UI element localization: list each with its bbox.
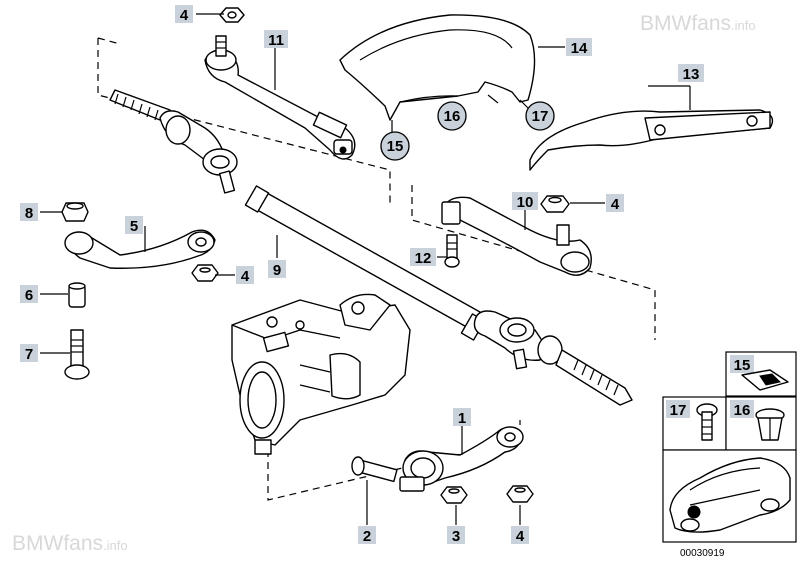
- callout-11: 11: [264, 30, 288, 49]
- svg-text:5: 5: [130, 218, 138, 235]
- callout-17: 17: [525, 101, 555, 131]
- callout-4-mid: 4: [236, 266, 254, 285]
- leader-lines: [40, 13, 691, 525]
- callout-1: 1: [453, 408, 471, 427]
- callout-13: 13: [678, 64, 704, 83]
- heat-shield-14: [339, 14, 536, 121]
- bolt-7: [64, 329, 90, 380]
- svg-text:2: 2: [363, 528, 371, 545]
- callout-14: 14: [566, 38, 592, 57]
- callout-6: 6: [20, 285, 38, 304]
- tie-rod-9: [244, 185, 486, 341]
- steering-gearbox: [231, 293, 411, 455]
- svg-text:9: 9: [273, 262, 281, 279]
- callout-16: 16: [437, 101, 467, 131]
- svg-text:17: 17: [532, 108, 549, 125]
- callout-8: 8: [20, 203, 38, 222]
- callout-4-bottom: 4: [511, 526, 529, 545]
- center-link-left: [109, 89, 238, 194]
- svg-text:BMWfans.info: BMWfans.info: [640, 12, 756, 35]
- svg-text:16: 16: [734, 402, 751, 419]
- svg-text:1: 1: [458, 410, 466, 427]
- svg-text:6: 6: [25, 287, 33, 304]
- callout-15: 15: [380, 131, 410, 161]
- svg-text:4: 4: [611, 196, 620, 213]
- svg-text:15: 15: [734, 357, 751, 374]
- svg-text:12: 12: [415, 250, 432, 267]
- nut-4-lower: [506, 485, 534, 503]
- svg-text:3: 3: [452, 528, 460, 545]
- thumbnail-16: 16: [730, 400, 785, 441]
- thumbnail-17: 17: [666, 400, 718, 441]
- document-number: 00030919: [680, 548, 725, 559]
- watermark-top: BMWfans.info: [640, 12, 756, 35]
- idler-arm-5: [61, 202, 216, 269]
- car-locator-thumbnail: [669, 457, 791, 533]
- nut-4-idler: [191, 264, 219, 282]
- callout-3: 3: [447, 526, 465, 545]
- tie-rod-end-11: [204, 7, 356, 160]
- svg-text:4: 4: [516, 528, 525, 545]
- svg-text:7: 7: [25, 346, 33, 363]
- svg-text:16: 16: [444, 108, 461, 125]
- center-link-right: [473, 310, 633, 406]
- callout-7: 7: [20, 344, 38, 363]
- svg-text:10: 10: [517, 194, 534, 211]
- tie-rod-end-10: [441, 195, 592, 276]
- svg-text:15: 15: [387, 138, 404, 155]
- svg-text:14: 14: [571, 40, 588, 57]
- svg-text:17: 17: [670, 402, 687, 419]
- nut-3: [440, 486, 468, 504]
- svg-text:4: 4: [241, 268, 250, 285]
- assembly-outline-upper-tick: [97, 37, 121, 45]
- bolt-2: [351, 456, 398, 483]
- svg-text:8: 8: [25, 205, 33, 222]
- callout-2: 2: [358, 526, 376, 545]
- svg-text:11: 11: [268, 32, 284, 49]
- svg-text:4: 4: [180, 7, 189, 24]
- callout-9: 9: [268, 260, 286, 279]
- bushing-6: [68, 282, 86, 308]
- callout-4-top: 4: [175, 5, 193, 24]
- callout-12: 12: [410, 248, 436, 267]
- watermark-bottom: BMWfans.info: [12, 532, 128, 555]
- callout-10: 10: [512, 192, 538, 211]
- callout-4-right: 4: [606, 194, 624, 213]
- callout-5: 5: [125, 216, 143, 235]
- assembly-outline-upper: [97, 38, 391, 205]
- thumbnail-15: 15: [730, 355, 789, 391]
- assembly-outline-lower: [267, 420, 521, 501]
- thumbnail-panel: 15 17 16 00030919: [662, 351, 797, 559]
- svg-text:13: 13: [683, 66, 700, 83]
- svg-text:BMWfans.info: BMWfans.info: [12, 532, 128, 555]
- bolt-12: [444, 234, 460, 268]
- pitman-arm-1: [399, 426, 524, 492]
- bracket-13: [529, 109, 774, 171]
